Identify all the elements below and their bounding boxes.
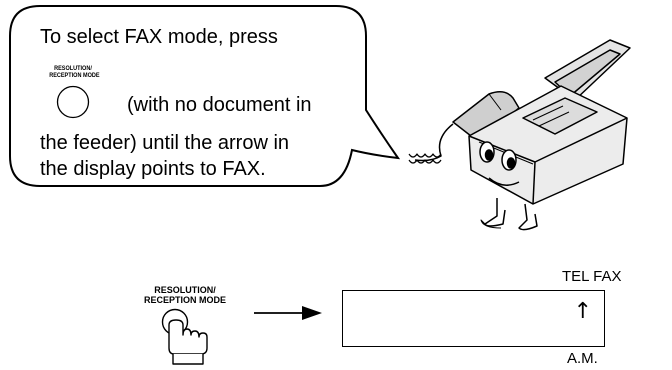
bubble-button-label-bottom: RECEPTION MODE bbox=[49, 72, 100, 79]
fax-machine-mascot-icon bbox=[408, 39, 631, 231]
resolution-button-icon bbox=[56, 85, 90, 119]
reception-mode-button-label: RESOLUTION/ RECEPTION MODE bbox=[128, 285, 242, 305]
bubble-line-3: the feeder) until the arrow in bbox=[40, 132, 290, 154]
bottom-button-label-top: RESOLUTION/ bbox=[154, 285, 216, 295]
bubble-button-label: RESOLUTION/ RECEPTION MODE bbox=[45, 65, 101, 79]
bubble-button-label-top: RESOLUTION/ bbox=[54, 65, 92, 72]
fax-mode-arrow-icon: ↑ bbox=[573, 299, 592, 324]
pressing-hand-icon bbox=[161, 308, 208, 365]
arrow-right-icon bbox=[254, 306, 322, 320]
bubble-line-2: (with no document in bbox=[127, 94, 312, 116]
am-indicator: A.M. bbox=[567, 350, 598, 367]
display-mode-labels: TEL FAX bbox=[562, 268, 622, 285]
bottom-button-label-bottom: RECEPTION MODE bbox=[143, 295, 226, 305]
bubble-line-4: the display points to FAX. bbox=[40, 158, 266, 180]
lcd-display: ↑ bbox=[342, 290, 605, 347]
bubble-line-1: To select FAX mode, press bbox=[40, 26, 278, 48]
